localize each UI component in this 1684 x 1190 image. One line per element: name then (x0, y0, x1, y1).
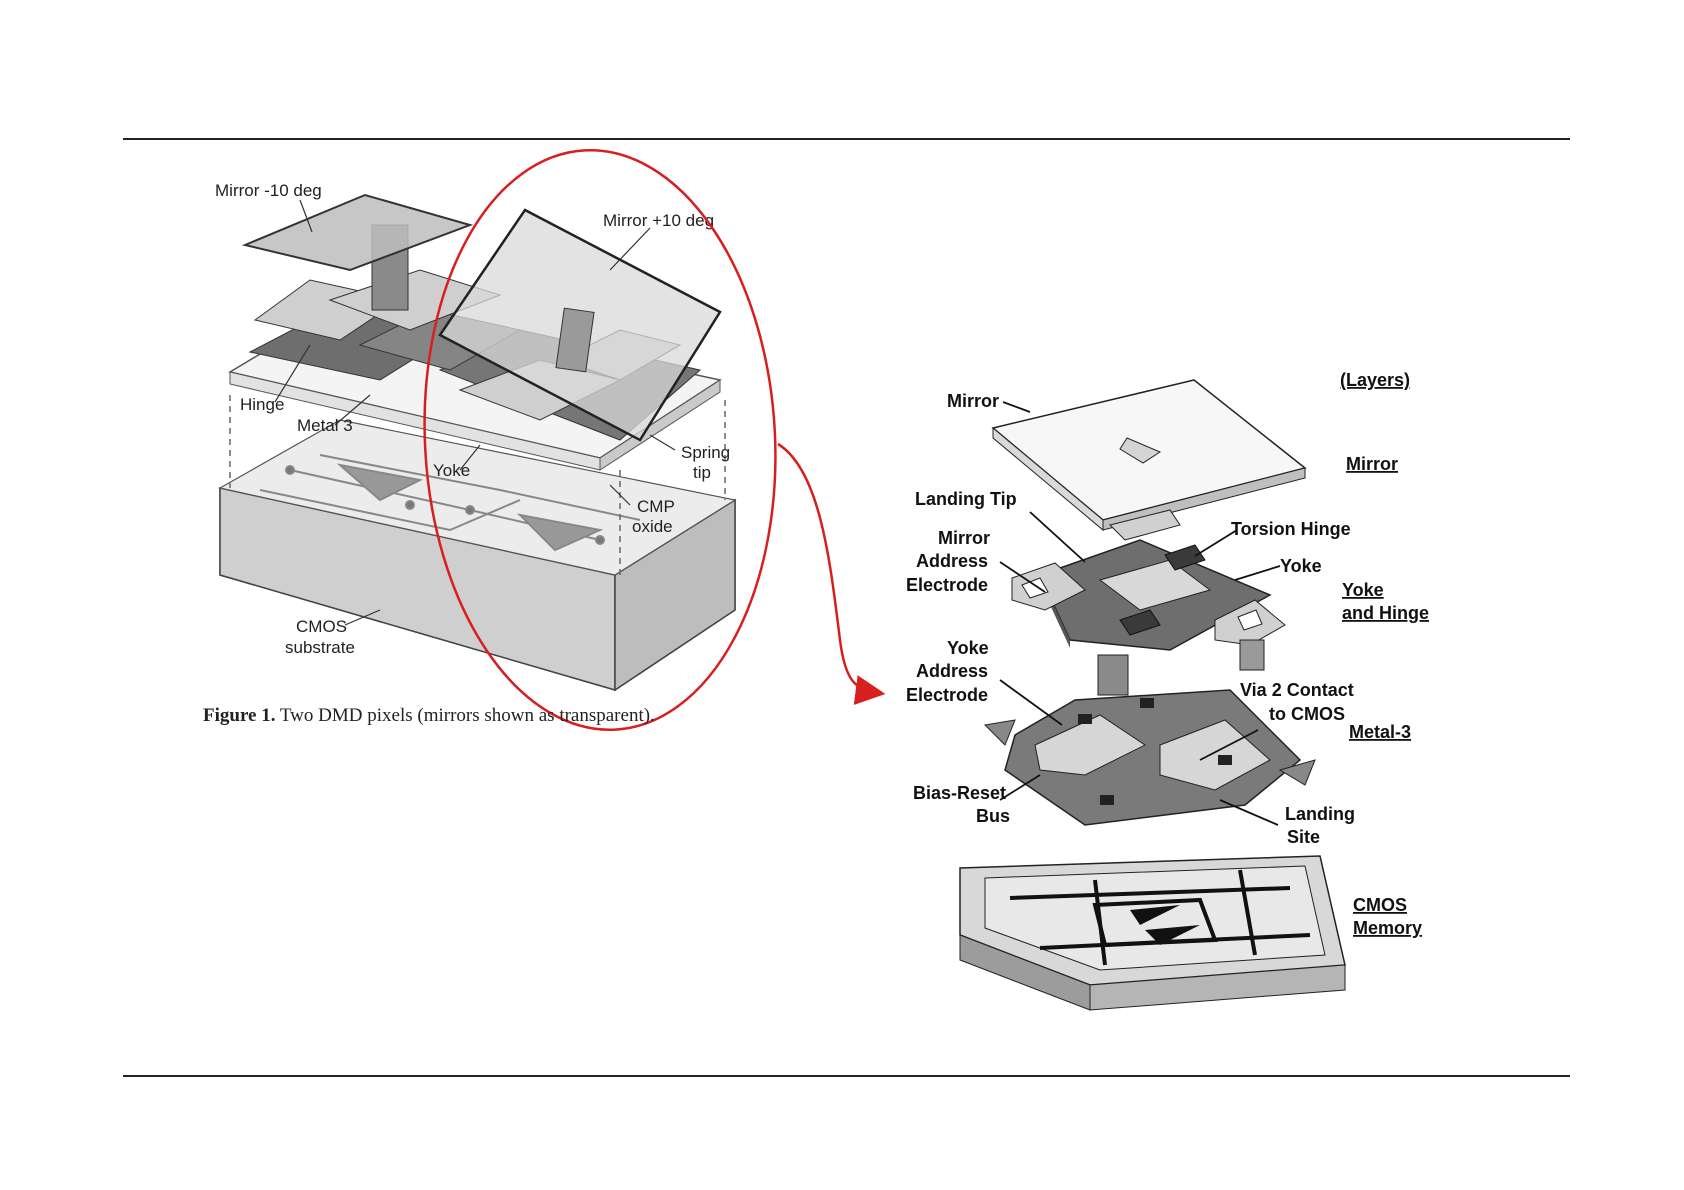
highlight-arrow (777, 442, 886, 705)
mirror-minus-10 (241, 193, 474, 272)
callout-yoke: Yoke (1280, 556, 1322, 576)
left-figure: Mirror -10 deg Mirror +10 deg Hinge Meta… (215, 181, 737, 692)
layer-metal3: Metal-3 (1349, 722, 1411, 742)
circuit-traces (259, 454, 641, 552)
label-cmp: CMP (637, 497, 675, 516)
caption-text: Two DMD pixels (mirrors shown as transpa… (275, 705, 655, 726)
exploded-yoke-hinge (1011, 539, 1286, 696)
label-substrate: substrate (285, 638, 355, 657)
layer-cmos-2: Memory (1353, 918, 1422, 938)
label-oxide: oxide (632, 517, 673, 536)
layer-mirror: Mirror (1346, 454, 1398, 474)
callout-mirror-address-2: Address (916, 551, 988, 571)
callout-landing-site-2: Site (1287, 827, 1320, 847)
callout-bias-1: Bias-Reset (913, 783, 1006, 803)
callout-yoke-address-1: Yoke (947, 638, 989, 658)
layer-yoke-hinge-1: Yoke (1342, 580, 1384, 600)
layer-cmos-1: CMOS (1353, 895, 1407, 915)
label-hinge: Hinge (240, 395, 284, 414)
caption-label: Figure 1. (203, 705, 276, 726)
exploded-cmos-memory (959, 855, 1346, 1011)
callout-landing-tip: Landing Tip (915, 489, 1017, 509)
left-leaders (274, 199, 676, 626)
label-tip: tip (693, 463, 711, 482)
label-mirror-plus-10: Mirror +10 deg (603, 211, 714, 230)
right-leaders (999, 401, 1281, 826)
mirror-post-right (555, 307, 595, 373)
guide-lines (229, 395, 726, 575)
label-yoke: Yoke (433, 461, 470, 480)
callout-mirror: Mirror (947, 391, 999, 411)
layers-heading: (Layers) (1340, 370, 1410, 390)
highlight-ellipse (423, 149, 777, 731)
figure-caption: Figure 1. Two DMD pixels (mirrors shown … (203, 705, 655, 727)
label-cmos: CMOS (296, 617, 347, 636)
cmos-substrate-block (218, 419, 737, 692)
callout-yoke-address-3: Electrode (906, 685, 988, 705)
callout-mirror-address-1: Mirror (938, 528, 990, 548)
callout-torsion-hinge: Torsion Hinge (1231, 519, 1351, 539)
exploded-metal3 (983, 689, 1316, 826)
label-spring: Spring (681, 443, 730, 462)
layer-yoke-hinge-2: and Hinge (1342, 603, 1429, 623)
exploded-mirror (991, 379, 1307, 541)
label-metal3: Metal 3 (297, 416, 353, 435)
top-rule (123, 138, 1570, 140)
callout-bias-2: Bus (976, 806, 1010, 826)
callout-mirror-address-3: Electrode (906, 575, 988, 595)
callout-yoke-address-2: Address (916, 661, 988, 681)
callout-via-1: Via 2 Contact (1240, 680, 1354, 700)
callout-via-2: to CMOS (1269, 704, 1345, 724)
label-mirror-minus-10: Mirror -10 deg (215, 181, 322, 200)
bottom-rule (123, 1075, 1570, 1077)
right-figure: Mirror Landing Tip Mirror Address Electr… (906, 370, 1429, 1011)
callout-landing-site-1: Landing (1285, 804, 1355, 824)
